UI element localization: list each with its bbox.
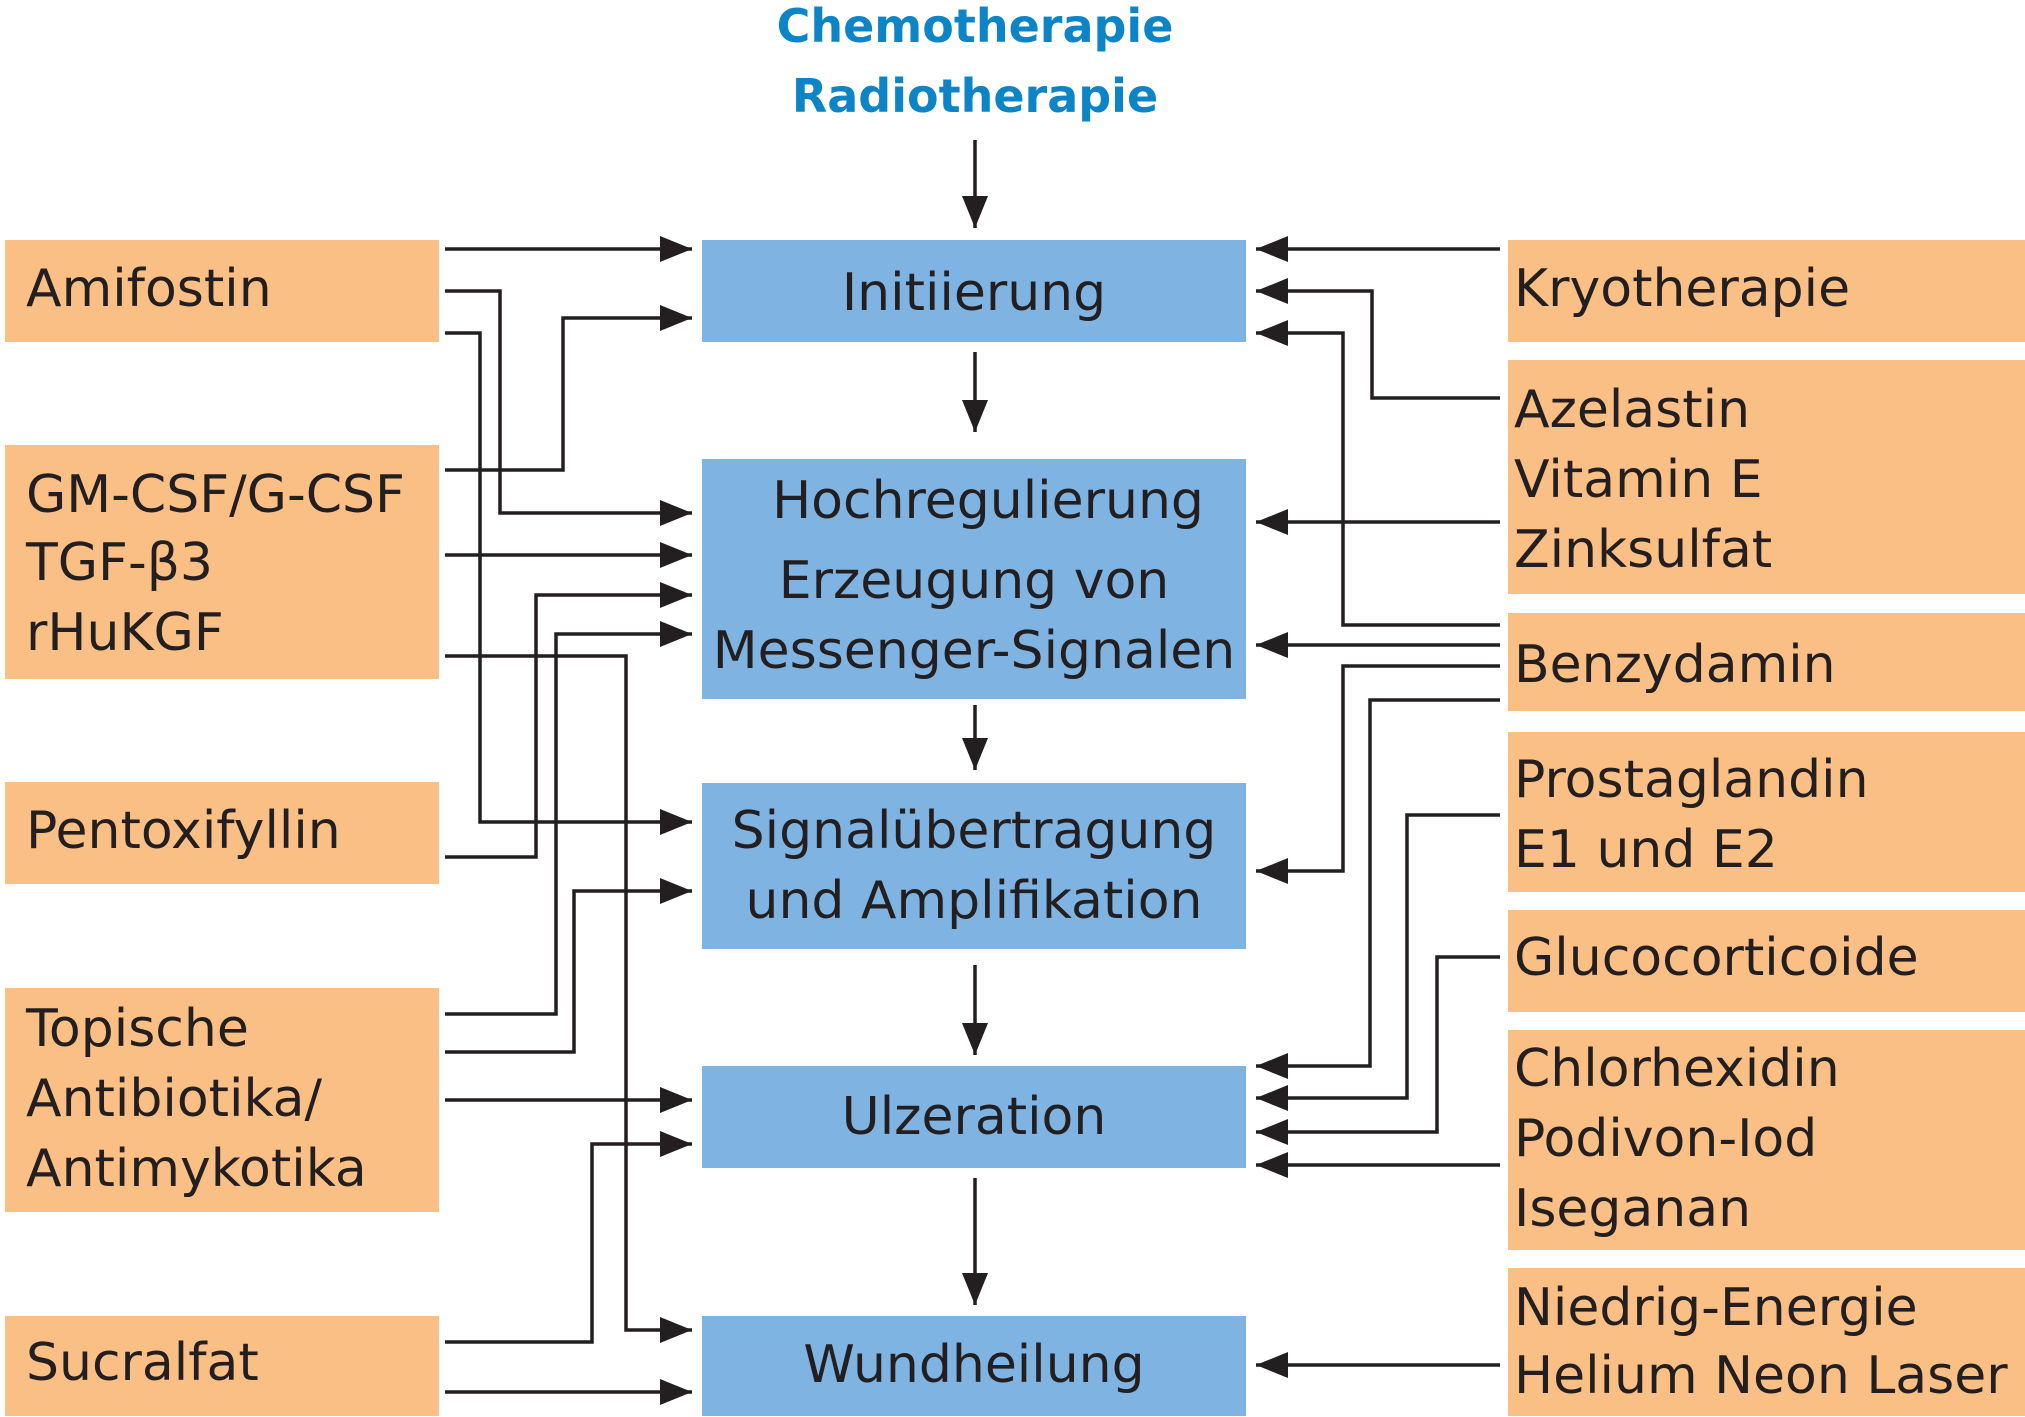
stage-hochregulierung-line-1: Hochregulierung	[772, 471, 1204, 531]
left-growth-line-1: GM-CSF/G-CSF	[26, 465, 405, 525]
right-azelastin: Azelastin Vitamin E Zinksulfat	[1508, 360, 2025, 594]
glucocorticoide-to-ulzeration	[1256, 955, 1500, 1145]
stage-hochregulierung: Hochregulierung Erzeugung von Messenger-…	[702, 459, 1246, 699]
stage-initiierung-label: Initiierung	[842, 263, 1106, 323]
right-glucocorticoide: Glucocorticoide	[1508, 910, 2025, 1012]
right-prostaglandin: Prostaglandin E1 und E2	[1508, 732, 2025, 892]
right-benzydamin: Benzydamin	[1508, 613, 2025, 711]
header-radiotherapie: Radiotherapie	[792, 69, 1158, 123]
stage-hochregulierung-line-2: Erzeugung von	[779, 551, 1169, 611]
prostaglandin-to-ulzeration	[1256, 813, 1500, 1111]
right-laser: Niedrig-Energie Helium Neon Laser	[1508, 1268, 2025, 1416]
benzydamin-to-signal	[1256, 664, 1500, 884]
left-sucralfat-label: Sucralfat	[26, 1333, 259, 1393]
stage-wundheilung: Wundheilung	[702, 1316, 1246, 1416]
left-pentoxifyllin-label: Pentoxifyllin	[26, 801, 341, 861]
right-chlorhexidin-line-3: Iseganan	[1514, 1179, 1751, 1239]
stage-ulzeration-label: Ulzeration	[842, 1087, 1107, 1147]
left-sucralfat: Sucralfat	[5, 1316, 439, 1416]
right-prostaglandin-line-1: Prostaglandin	[1514, 750, 1869, 810]
benzydamin-to-initiierung	[1256, 320, 1500, 627]
left-topische-line-1: Topische	[25, 999, 249, 1059]
right-laser-line-2: Helium Neon Laser	[1514, 1346, 2008, 1406]
stage-ulzeration: Ulzeration	[702, 1066, 1246, 1168]
right-kryotherapie: Kryotherapie	[1508, 240, 2025, 342]
stage-initiierung: Initiierung	[702, 240, 1246, 342]
stage-wundheilung-label: Wundheilung	[803, 1335, 1144, 1395]
left-topische-line-2: Antibiotika/	[26, 1069, 323, 1129]
amifostin-to-signal	[445, 331, 692, 835]
azelastin-to-initiierung	[1256, 278, 1500, 400]
right-laser-line-1: Niedrig-Energie	[1514, 1278, 1918, 1338]
right-azelastin-line-2: Vitamin E	[1514, 450, 1763, 510]
pentoxifyllin-to-hochregulierung	[445, 582, 692, 859]
sucralfat-to-ulzeration	[445, 1131, 692, 1344]
left-growth-factors: GM-CSF/G-CSF TGF-β3 rHuKGF	[5, 445, 439, 679]
stage-signal: Signalübertragung und Amplifikation	[702, 783, 1246, 949]
header-chemotherapie: Chemotherapie	[777, 0, 1174, 53]
left-topische-line-3: Antimykotika	[26, 1139, 367, 1199]
growth-to-wundheilung	[445, 654, 692, 1343]
topische-to-signal	[445, 878, 692, 1054]
right-glucocorticoide-label: Glucocorticoide	[1514, 928, 1919, 988]
left-amifostin: Amifostin	[5, 240, 439, 342]
benzydamin-to-ulzeration	[1256, 698, 1500, 1079]
topische-to-hochregulierung	[445, 621, 692, 1016]
right-chlorhexidin: Chlorhexidin Podivon-Iod Iseganan	[1508, 1030, 2025, 1250]
right-prostaglandin-line-2: E1 und E2	[1514, 820, 1778, 880]
left-amifostin-label: Amifostin	[26, 259, 272, 319]
stage-signal-line-2: und Amplifikation	[745, 871, 1202, 931]
right-azelastin-line-3: Zinksulfat	[1514, 520, 1772, 580]
left-growth-line-3: rHuKGF	[26, 603, 224, 663]
growth-to-initiierung	[445, 305, 692, 472]
right-azelastin-line-1: Azelastin	[1514, 380, 1750, 440]
left-connectors	[445, 236, 692, 1405]
right-connectors	[1256, 236, 1500, 1378]
stage-signal-line-1: Signalübertragung	[732, 801, 1217, 861]
stage-hochregulierung-line-3: Messenger-Signalen	[713, 621, 1236, 681]
right-chlorhexidin-line-1: Chlorhexidin	[1514, 1039, 1840, 1099]
right-benzydamin-label: Benzydamin	[1514, 635, 1836, 695]
left-pentoxifyllin: Pentoxifyllin	[5, 782, 439, 884]
amifostin-to-hochregulierung	[445, 289, 692, 526]
left-topische: Topische Antibiotika/ Antimykotika	[5, 988, 439, 1212]
right-chlorhexidin-line-2: Podivon-Iod	[1514, 1109, 1817, 1169]
left-growth-line-2: TGF-β3	[25, 533, 213, 593]
right-kryotherapie-label: Kryotherapie	[1514, 259, 1850, 319]
